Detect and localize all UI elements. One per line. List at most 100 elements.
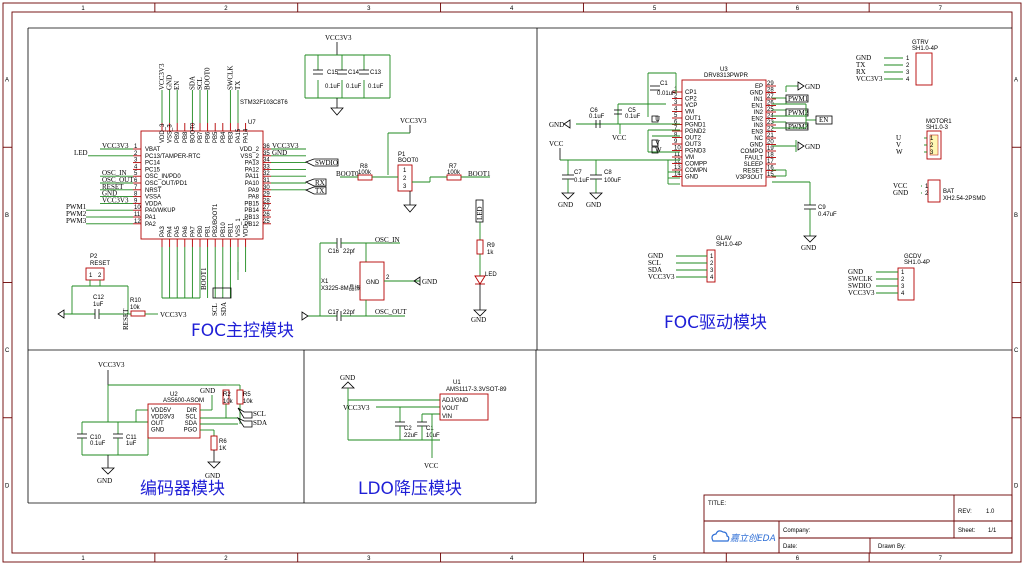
c7-val: 0.1uF [574, 178, 590, 184]
as5600-pin-scl: SCL [185, 415, 197, 421]
c6-val: 0.1uF [589, 114, 605, 120]
mcu-left-net-9: PWM1 [66, 203, 87, 211]
mcu-left-net-4: OSC_IN [102, 169, 127, 177]
mcu-pin-pb14: PB14 [244, 208, 259, 214]
drv-pin-ep: EP [755, 84, 763, 90]
motor-pins-net-v: V [896, 141, 901, 149]
p1-part: BOOT0 [398, 158, 419, 164]
mcu-right-net-1: GND [272, 149, 287, 157]
mcu-pin-pb2/boot1: PB2/BOOT1 [213, 203, 219, 237]
drv-pin-in1: IN1 [754, 97, 764, 103]
driver-u3: U3 DRV8313PWPR CP11CP22VCP3VM4OUT15PGND1… [672, 67, 776, 187]
svg-text:7: 7 [134, 185, 138, 191]
as5600-pin-gnd: GND [151, 428, 165, 434]
mcu-pin-pa7: PA7 [190, 225, 196, 237]
drv-pin-en2: EN2 [751, 117, 763, 123]
as5600-pin-dir: DIR [187, 408, 198, 414]
c13-ref: C13 [370, 70, 382, 76]
net-label-sda-bottom: SDA [220, 302, 228, 316]
enc-scl: SCL [253, 410, 266, 418]
enc-gnd2: GND [200, 387, 215, 395]
section-title-ldo: LDO降压模块 [358, 479, 462, 499]
section-title-foc-main: FOC主控模块 [191, 321, 294, 341]
sheet-label: Sheet: [958, 528, 976, 534]
r7-ref: R7 [449, 164, 457, 170]
boot1-net: BOOT1 [468, 170, 491, 178]
mcu-pin-vdd_1: VDD_1 [244, 217, 250, 237]
cloud-icon [711, 530, 730, 542]
svg-text:3: 3 [710, 268, 714, 274]
drv-pin-nc: NC [754, 136, 763, 142]
net-label-scl-bottom: SCL [211, 303, 219, 316]
mcu-pin-pa9: PA9 [248, 188, 260, 194]
c12-ref: C12 [93, 295, 105, 301]
osc-out-net: OSC_OUT [375, 308, 407, 316]
svg-text:2: 2 [930, 143, 934, 149]
mcu-pin-pa11: PA11 [245, 174, 259, 180]
c8-ref: C8 [604, 170, 612, 176]
mcu-pin-pb13: PB13 [244, 215, 259, 221]
c1-ldo-val: 10uF [426, 433, 440, 439]
svg-text:11: 11 [674, 152, 681, 158]
mcu-left-nets: VCC3V3LEDOSC_INOSC_OUTRESETGNDVCC3V3PWM1… [66, 142, 134, 225]
svg-text:8: 8 [674, 133, 678, 139]
gtrv-pins-net-rx: RX [856, 68, 866, 76]
motor-pins-net-u: U [896, 134, 901, 142]
drv-pin-en3: EN3 [751, 130, 763, 136]
c15-ref: C15 [327, 70, 339, 76]
svg-text:34: 34 [263, 158, 270, 164]
r5-ref: R5 [243, 392, 251, 398]
boot-jumper-p1: VCC3V3 P1 BOOT0 123 R8 100k BOOT0 R7 100… [336, 117, 491, 213]
zone-col-bottom-3: 3 [367, 556, 371, 562]
motor-pins-net-w: W [896, 148, 903, 156]
mcu-top-net-2: EN [173, 81, 181, 90]
drv-gnd-ep: GND [805, 83, 820, 91]
drv-pin-v3p3out: V3P3OUT [736, 175, 764, 181]
p2-part: RESET [90, 261, 110, 267]
drv-pin-vm: VM [685, 155, 694, 161]
svg-text:5: 5 [134, 171, 138, 177]
svg-text:2: 2 [710, 261, 714, 267]
glav-pins-net-gnd: GND [648, 252, 663, 260]
mcu-ref: U7 [248, 120, 256, 126]
led-gnd: GND [471, 316, 486, 324]
mcu-pin-pa15: PA15 [236, 128, 242, 143]
r6-gnd: GND [205, 472, 220, 480]
drv-pin-compo: COMPO [740, 149, 763, 155]
mcu-pin-pa12: PA12 [245, 167, 260, 173]
gcdv-pins-net-swdio: SWDIO [848, 282, 871, 290]
ldo-vcc3v3: VCC3V3 [343, 404, 370, 412]
drv-pin-vm: VM [685, 110, 694, 116]
r9-ref: R9 [487, 243, 495, 249]
c7-ref: C7 [574, 170, 582, 176]
svg-text:16: 16 [767, 166, 774, 172]
svg-text:4: 4 [901, 291, 905, 297]
zone-col-5: 5 [653, 6, 657, 12]
drv-pin-compp: COMPP [685, 162, 707, 168]
drv-pin-vcp: VCP [685, 103, 697, 109]
zone-row-B: B [5, 213, 9, 219]
boot0-net: BOOT0 [336, 170, 359, 178]
mcu-pin-pc14: PC14 [145, 161, 161, 167]
u2-body [147, 403, 201, 439]
driver-part: DRV8313PWPR [704, 73, 749, 79]
svg-text:1: 1 [930, 136, 934, 142]
svg-text:13: 13 [674, 165, 681, 171]
zone-col-2: 2 [224, 6, 228, 12]
svg-text:18: 18 [767, 153, 774, 159]
svg-text:36: 36 [263, 144, 270, 150]
c9-val: 0.47uF [818, 212, 837, 218]
r9-val: 1k [487, 250, 494, 256]
bat-part: XH2.54-2PSMD [943, 196, 986, 202]
svg-text:1: 1 [403, 168, 407, 174]
zone-col-4: 4 [510, 6, 514, 12]
ldo-gnd: GND [340, 374, 355, 382]
zone-row-right-A: A [1014, 78, 1018, 84]
svg-text:14: 14 [674, 172, 681, 178]
svg-text:23: 23 [767, 120, 774, 126]
drv-pin-out3: OUT3 [685, 142, 702, 148]
